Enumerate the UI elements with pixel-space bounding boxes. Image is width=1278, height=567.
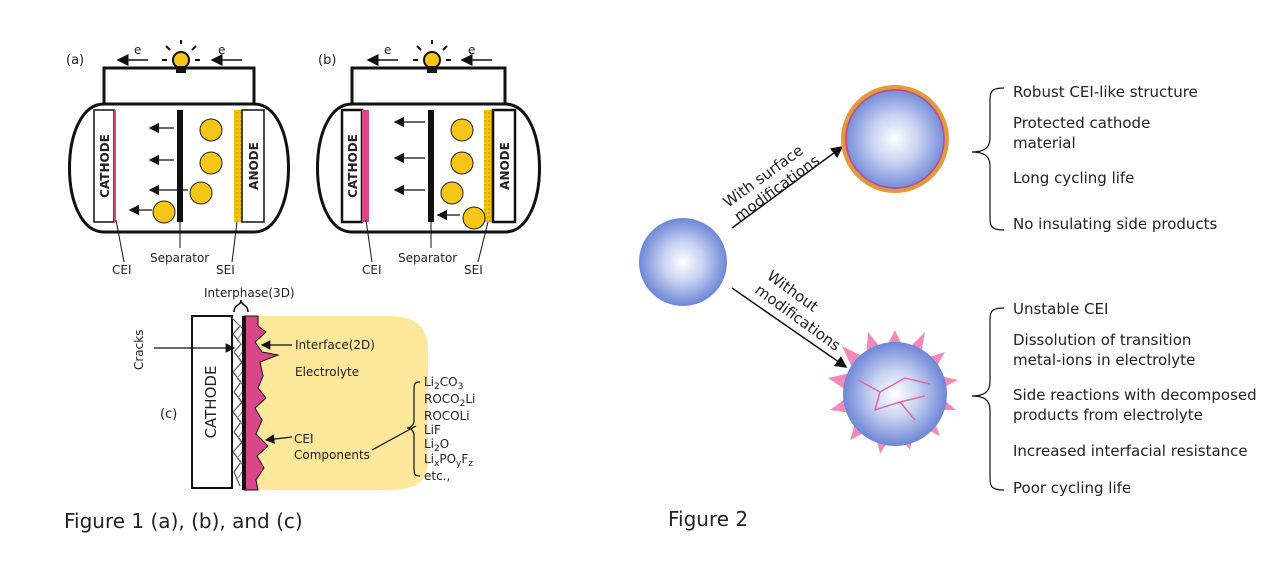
electron-label-left: e (134, 43, 141, 57)
li-ion (189, 181, 213, 205)
cathode-label: CATHODE (98, 134, 112, 198)
component-lixpoyfz: LixPOyFz (424, 452, 473, 469)
problem-item: Increased interfacial resistance (1013, 442, 1248, 460)
anode-label: ANODE (247, 142, 261, 190)
figure2: With surface modifications Without modif… (639, 83, 1257, 497)
component-roco2li: ROCO2Li (424, 392, 475, 409)
electrolyte-label: Electrolyte (295, 365, 359, 379)
pristine-particle (639, 218, 727, 306)
component-li2co3: Li2CO3 (424, 375, 463, 392)
sei-label: SEI (464, 263, 483, 277)
panel-c: CATHODE Interphase(3D) Cracks (c) Interf… (132, 286, 475, 491)
problem-item: metal-ions in electrolyte (1013, 351, 1195, 369)
component-li2o: Li2O (424, 437, 449, 454)
li-ion (450, 151, 474, 175)
coated-particle (841, 85, 949, 193)
li-ion (450, 118, 474, 142)
benefit-item: Long cycling life (1013, 169, 1134, 187)
cei-label: CEI (112, 263, 132, 277)
cei-components-line1: CEI (294, 432, 314, 446)
panel-a: (a) e e CATHODE ANODE (66, 40, 290, 277)
benefit-item: material (1013, 134, 1076, 152)
cei-components-line2: Components (294, 448, 370, 462)
benefit-item: Protected cathode (1013, 114, 1150, 132)
cathode-label: CATHODE (202, 366, 220, 439)
li-ion (152, 200, 176, 224)
panel-a-tag: (a) (66, 53, 84, 68)
bulb-icon (162, 40, 200, 73)
problem-item: Side reactions with decomposed (1013, 386, 1257, 404)
component-rocoli: ROCOLi (424, 409, 470, 423)
separator-label: Separator (398, 251, 457, 265)
interface-label: Interface(2D) (295, 338, 375, 352)
electron-label-right: e (218, 43, 225, 57)
problem-item: Unstable CEI (1013, 300, 1108, 318)
li-ion (462, 206, 486, 230)
panel-b: (b) e e CATHODE ANODE (316, 40, 541, 277)
problem-item: products from electrolyte (1013, 406, 1203, 424)
cathode-label: CATHODE (346, 134, 360, 198)
interphase-label: Interphase(3D) (204, 286, 295, 300)
degraded-particle (828, 330, 958, 454)
figure2-caption: Figure 2 (668, 507, 748, 531)
benefit-item: No insulating side products (1013, 215, 1218, 233)
bulb-icon (413, 40, 451, 73)
li-ion (199, 118, 223, 142)
sei-label: SEI (216, 263, 235, 277)
electron-label-right: e (468, 43, 475, 57)
cei-label: CEI (362, 263, 382, 277)
cracks-label: Cracks (132, 330, 146, 370)
panel-b-tag: (b) (318, 53, 336, 68)
separator-label: Separator (150, 251, 209, 265)
anode-label: ANODE (498, 142, 512, 190)
electron-label-left: e (384, 43, 391, 57)
panel-c-tag: (c) (160, 407, 177, 422)
figure1-caption: Figure 1 (a), (b), and (c) (64, 509, 303, 533)
component-etc: etc., (424, 469, 450, 483)
benefit-item: Robust CEI-like structure (1013, 83, 1198, 101)
problem-item: Poor cycling life (1013, 479, 1131, 497)
component-lif: LiF (424, 423, 441, 437)
li-ion (199, 151, 223, 175)
li-ion (440, 181, 464, 205)
problem-item: Dissolution of transition (1013, 331, 1191, 349)
